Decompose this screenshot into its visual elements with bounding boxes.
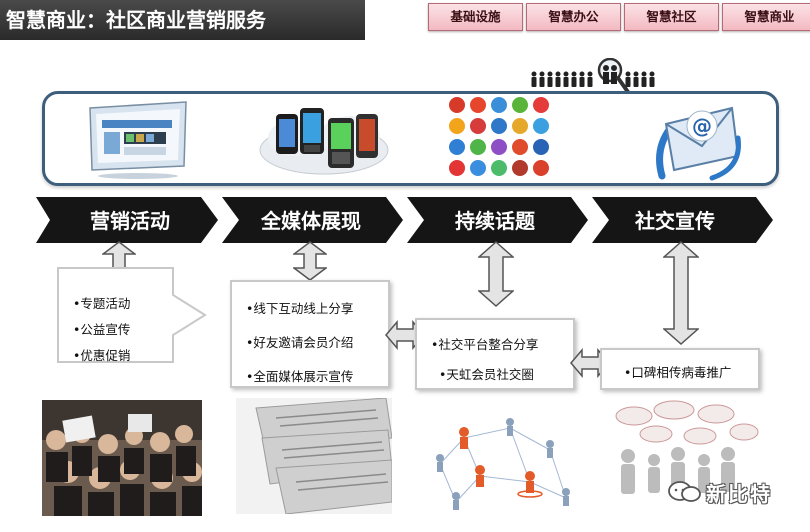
watermark: 新比特 xyxy=(668,478,772,506)
social-app-icons xyxy=(449,97,549,176)
list-item: •天虹会员社交圈 xyxy=(439,367,534,382)
chat-bubble-icon xyxy=(668,481,701,502)
watermark-text: 新比特 xyxy=(706,481,772,506)
list-item: •口碑相传病毒推广 xyxy=(624,365,732,380)
tab-smart-office[interactable]: 智慧办公 xyxy=(526,3,621,31)
computer-screen-icon xyxy=(89,101,187,179)
stage-chevron-bar xyxy=(36,197,773,243)
list-item: •专题活动 xyxy=(73,296,131,311)
double-arrow-vertical-icon xyxy=(663,241,699,345)
double-arrow-vertical-icon xyxy=(293,241,327,281)
stage-label-marketing: 营销活动 xyxy=(90,209,170,233)
top-tabs: 基础设施 智慧办公 智慧社区 智慧商业 xyxy=(428,3,810,31)
crowd-magnifier-icon xyxy=(531,58,655,94)
tab-smart-community[interactable]: 智慧社区 xyxy=(624,3,719,31)
page-title: 智慧商业：社区商业营销服务 xyxy=(0,0,365,40)
email-icon: @ xyxy=(656,106,741,181)
box-topics: •社交平台整合分享 •天虹会员社交圈 xyxy=(415,318,575,390)
stage-label-social: 社交宣传 xyxy=(635,209,715,233)
svg-text:@: @ xyxy=(692,114,712,138)
stage-label-all-media: 全媒体展现 xyxy=(261,209,361,233)
mobile-devices-icon xyxy=(259,108,389,175)
double-arrow-vertical-icon xyxy=(478,241,514,307)
box-social: •口碑相传病毒推广 xyxy=(600,348,760,390)
list-item: •社交平台整合分享 xyxy=(431,337,539,352)
box-arrow-shape xyxy=(57,267,207,363)
newspaper-photo xyxy=(236,398,392,514)
tab-infrastructure[interactable]: 基础设施 xyxy=(428,3,523,31)
list-item: •全面媒体展示宣传 xyxy=(246,369,354,384)
social-network-photo xyxy=(420,398,578,514)
person-icon xyxy=(531,71,537,87)
tab-smart-business[interactable]: 智慧商业 xyxy=(722,3,810,31)
box-all-media: •线下互动线上分享 •好友邀请会员介绍 •全面媒体展示宣传 xyxy=(230,280,390,388)
list-item: •优惠促销 xyxy=(73,348,131,363)
crowd-photo xyxy=(42,400,202,516)
list-item: •线下互动线上分享 xyxy=(246,301,354,316)
stage-label-topics: 持续话题 xyxy=(455,209,535,233)
list-item: •公益宣传 xyxy=(73,322,131,337)
list-item: •好友邀请会员介绍 xyxy=(246,335,354,350)
box-marketing: •专题活动 •公益宣传 •优惠促销 xyxy=(55,265,175,365)
